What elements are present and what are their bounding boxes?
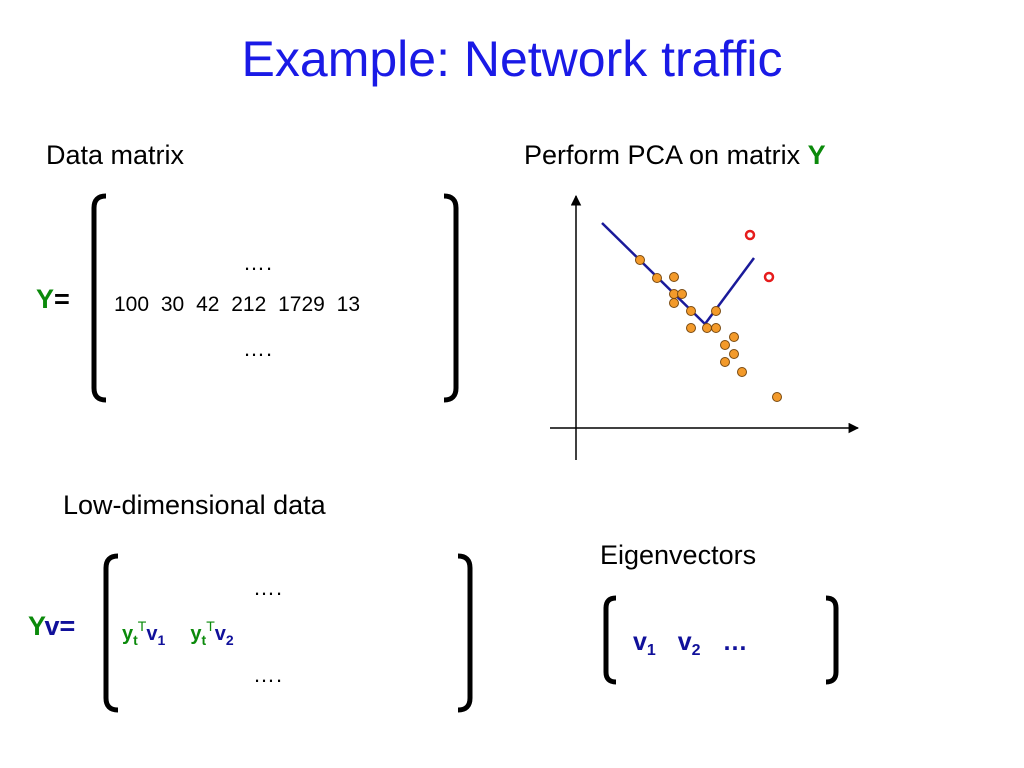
eigen-row: v1 v2 … (633, 628, 747, 660)
matrix-dots-top: …. (243, 250, 274, 275)
term-2-y-sub: t (201, 632, 207, 648)
data-point (737, 367, 747, 377)
eigen-ellipsis: … (722, 628, 748, 656)
eigen-v2: v (677, 628, 692, 656)
data-point (729, 349, 739, 359)
data-point (669, 272, 679, 282)
term-2-y: y (190, 623, 202, 645)
data-point (635, 255, 645, 265)
term-2-v-sub: 2 (225, 632, 234, 648)
data-point (677, 289, 687, 299)
data-point (729, 332, 739, 342)
pca-heading-text: Perform PCA on matrix (524, 140, 808, 170)
term-1-v: v (146, 623, 158, 645)
eigen-v2-sub: 2 (691, 642, 701, 659)
data-point (686, 306, 696, 316)
term-1-v-sub: 1 (157, 632, 166, 648)
outlier-point (763, 271, 775, 283)
pca-heading-var: Y (807, 140, 826, 170)
matrix-row: 100 30 42 212 1729 13 (114, 293, 361, 316)
data-point (772, 392, 782, 402)
data-point (686, 323, 696, 333)
right-bracket (825, 595, 839, 685)
slide-title: Example: Network traffic (241, 31, 783, 87)
low-dim-lhs-y: Y (28, 611, 45, 641)
right-bracket (457, 553, 473, 713)
data-point (711, 323, 721, 333)
pca-plot (550, 194, 860, 460)
outlier-point (744, 229, 756, 241)
right-bracket (443, 193, 459, 403)
matrix-dots-bottom: …. (243, 336, 274, 361)
eigen-brackets (603, 595, 839, 685)
data-point (702, 323, 712, 333)
left-bracket (91, 193, 107, 403)
eigen-heading: Eigenvectors (600, 540, 757, 570)
data-point (720, 340, 730, 350)
data-point (711, 306, 721, 316)
low-dim-row: ytTv1 ytTv2 (122, 618, 234, 648)
eigen-v1-sub: 1 (646, 642, 656, 659)
term-2-v: v (214, 623, 226, 645)
data-point (720, 357, 730, 367)
matrix-lhs-y: Y (36, 284, 55, 314)
left-bracket (103, 553, 119, 713)
term-1: ytTv1 (122, 618, 166, 648)
term-2: ytTv2 (190, 618, 234, 648)
data-point (652, 273, 662, 283)
term-1-y: y (122, 623, 134, 645)
eigen-v1: v (633, 628, 647, 656)
matrix-lhs: Y= (36, 284, 70, 315)
data-points (635, 255, 782, 402)
low-dim-lhs: Yv= (28, 611, 75, 642)
data-point (669, 298, 679, 308)
low-dim-dots-top: …. (253, 575, 284, 600)
left-bracket (603, 595, 617, 685)
term-1-y-sub: t (133, 632, 138, 648)
low-dim-dots-bottom: …. (253, 662, 284, 687)
term-1-sup: T (137, 618, 147, 634)
data-matrix-brackets (91, 193, 459, 403)
low-dim-brackets (103, 553, 473, 713)
pca-heading: Perform PCA on matrix Y (524, 140, 826, 171)
term-2-sup: T (206, 618, 215, 634)
matrix-lhs-eq: = (54, 284, 70, 314)
low-dim-heading: Low-dimensional data (63, 490, 326, 520)
low-dim-lhs-v: v= (44, 611, 76, 641)
data-matrix-heading: Data matrix (46, 140, 185, 170)
